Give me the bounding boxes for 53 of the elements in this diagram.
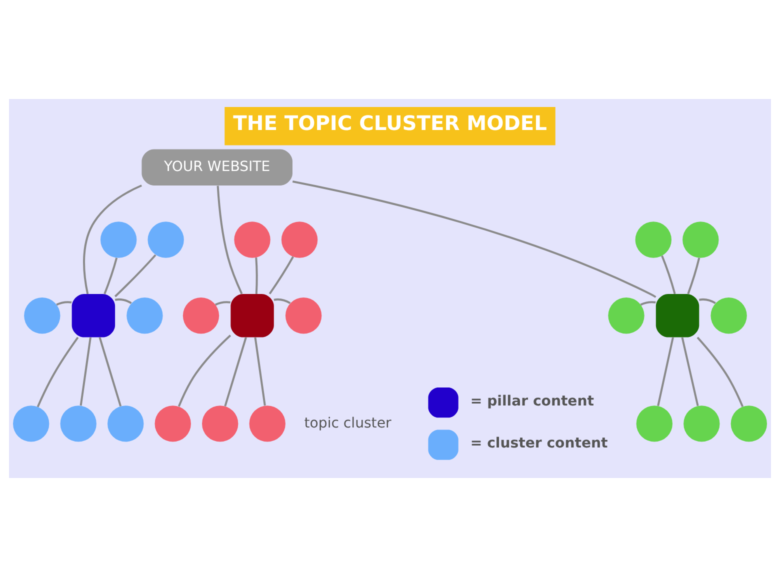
node-circle bbox=[13, 405, 50, 442]
node-circle bbox=[182, 297, 220, 334]
node-box bbox=[72, 294, 116, 337]
connector bbox=[80, 336, 92, 406]
node-circle bbox=[730, 405, 767, 442]
label: topic cluster bbox=[304, 414, 392, 431]
connector bbox=[268, 256, 294, 294]
node-circle bbox=[234, 221, 270, 258]
connector bbox=[56, 300, 72, 306]
connector bbox=[104, 257, 118, 294]
connector bbox=[292, 180, 656, 298]
connector bbox=[36, 336, 79, 407]
node-circle bbox=[682, 221, 719, 258]
connector bbox=[681, 336, 699, 406]
connector bbox=[640, 300, 656, 306]
connector bbox=[255, 256, 258, 294]
connector bbox=[698, 298, 716, 304]
connector bbox=[687, 257, 700, 294]
connector bbox=[215, 300, 231, 306]
connector bbox=[178, 334, 232, 406]
connector bbox=[657, 336, 674, 406]
connector bbox=[661, 254, 676, 294]
node-circle bbox=[126, 297, 163, 334]
legend-label: = cluster content bbox=[470, 435, 608, 452]
node-box bbox=[230, 294, 274, 337]
node-circle bbox=[684, 405, 720, 442]
node-circle bbox=[249, 405, 286, 442]
connector bbox=[274, 298, 291, 304]
connector bbox=[83, 184, 142, 294]
node-circle bbox=[24, 297, 60, 334]
node-circle bbox=[281, 221, 318, 258]
connector bbox=[114, 298, 132, 304]
node-circle bbox=[636, 405, 672, 442]
connector bbox=[696, 336, 744, 406]
node-circle bbox=[100, 221, 137, 258]
node-circle bbox=[635, 221, 672, 258]
connector bbox=[216, 185, 243, 294]
connector bbox=[114, 254, 156, 297]
legend-label: = pillar content bbox=[470, 392, 594, 409]
node-circle bbox=[154, 405, 191, 442]
node-circle bbox=[148, 221, 184, 258]
connector bbox=[224, 336, 247, 406]
node-circle bbox=[60, 405, 96, 442]
connector bbox=[98, 336, 122, 406]
node-circle bbox=[108, 405, 144, 442]
node-box bbox=[656, 294, 700, 337]
node-circle bbox=[285, 297, 322, 334]
connector bbox=[254, 336, 266, 406]
node-circle bbox=[710, 297, 747, 334]
diagram-title: THE TOPIC CLUSTER MODEL bbox=[233, 110, 547, 135]
node-circle bbox=[608, 297, 644, 334]
node-box: YOUR WEBSITE bbox=[142, 148, 292, 185]
node-circle bbox=[202, 405, 238, 442]
